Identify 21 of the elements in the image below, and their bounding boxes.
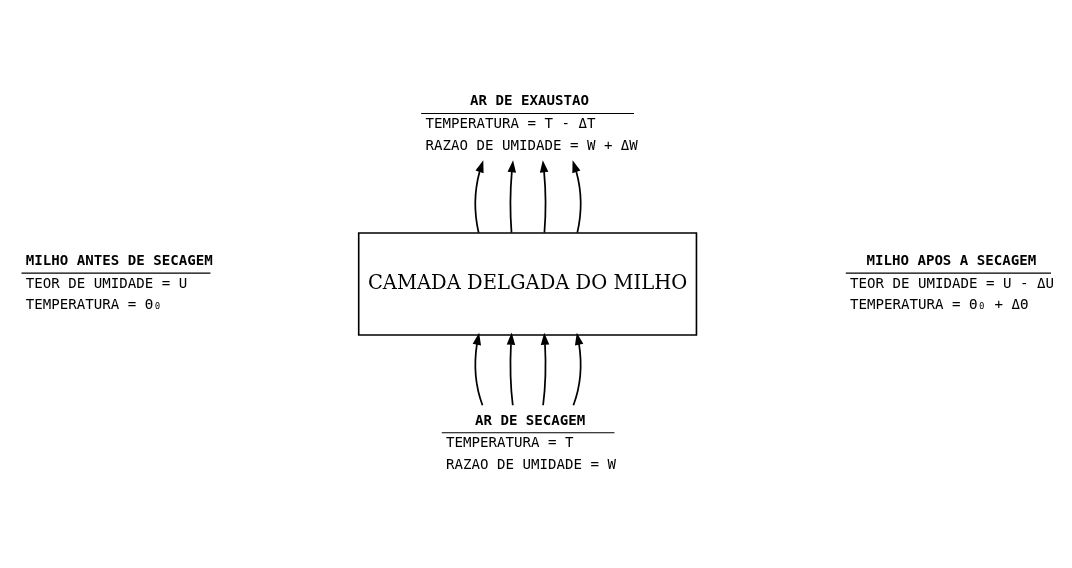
node-label: TEMPERATURA = T - ΔT — [425, 115, 596, 132]
node-label: TEMPERATURA = T — [446, 434, 574, 451]
node-label: RAZAO DE UMIDADE = W — [446, 456, 617, 473]
arrow — [474, 160, 484, 234]
label: TEMPERATURA = Θ₀ + ΔΘ — [850, 296, 1029, 313]
label: MILHO APOS A SECAGEM — [866, 251, 1037, 268]
arrow — [507, 160, 517, 234]
node-label: AR DE SECAGEM — [474, 411, 586, 428]
arrow — [572, 332, 584, 407]
label: TEOR DE UMIDADE = U - ΔU — [850, 274, 1055, 291]
label: MILHO ANTES DE SECAGEM — [25, 251, 213, 268]
arrow — [540, 332, 550, 407]
label: TEOR DE UMIDADE = U — [25, 274, 188, 291]
arrow — [572, 160, 582, 234]
node-box: CAMADA DELGADA DO MILHO — [357, 232, 698, 336]
arrow — [539, 160, 549, 234]
node-label: RAZAO DE UMIDADE = W + ΔW — [425, 136, 638, 153]
label: TEMPERATURA = Θ₀ — [25, 296, 162, 313]
arrow — [472, 332, 484, 407]
node-label: AR DE EXAUSTAO — [470, 92, 589, 109]
arrow — [506, 332, 516, 407]
